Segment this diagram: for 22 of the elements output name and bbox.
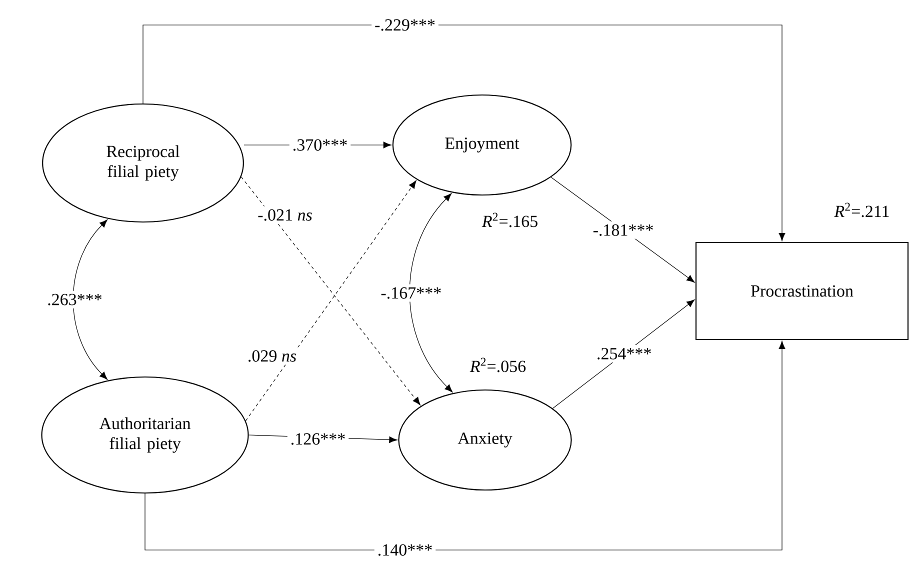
arrow bbox=[142, 24, 786, 242]
edge-label: -.181*** bbox=[590, 221, 657, 239]
ellipse-node: Enjoyment bbox=[392, 94, 572, 196]
ellipse-node: Authoritarian filial piety bbox=[41, 376, 249, 494]
ellipse-node: Reciprocal filial piety bbox=[42, 103, 244, 223]
ellipse-node: Anxiety bbox=[398, 389, 572, 491]
r-squared-label: R$^{2}$=.056 bbox=[470, 358, 526, 372]
edge-label: -.229*** bbox=[372, 16, 438, 34]
edge-label: .029 ns bbox=[244, 347, 300, 365]
edge-label: .140*** bbox=[374, 541, 436, 559]
arrow bbox=[144, 340, 786, 550]
arrow bbox=[409, 193, 453, 392]
variable-box: Procrastination bbox=[695, 242, 909, 340]
edge-label: .254*** bbox=[593, 344, 655, 362]
edge-label: .370*** bbox=[289, 136, 351, 154]
r-squared-label: R$^{2}$=.165 bbox=[482, 212, 538, 228]
arrow bbox=[72, 219, 108, 380]
edge-label: .126*** bbox=[287, 430, 349, 448]
edge-label: -.021 ns bbox=[254, 206, 316, 224]
edge-label: -.167*** bbox=[378, 284, 445, 302]
r-squared-label: R$^{2}$=.211 bbox=[834, 202, 889, 218]
edge-label: .263*** bbox=[44, 290, 106, 308]
